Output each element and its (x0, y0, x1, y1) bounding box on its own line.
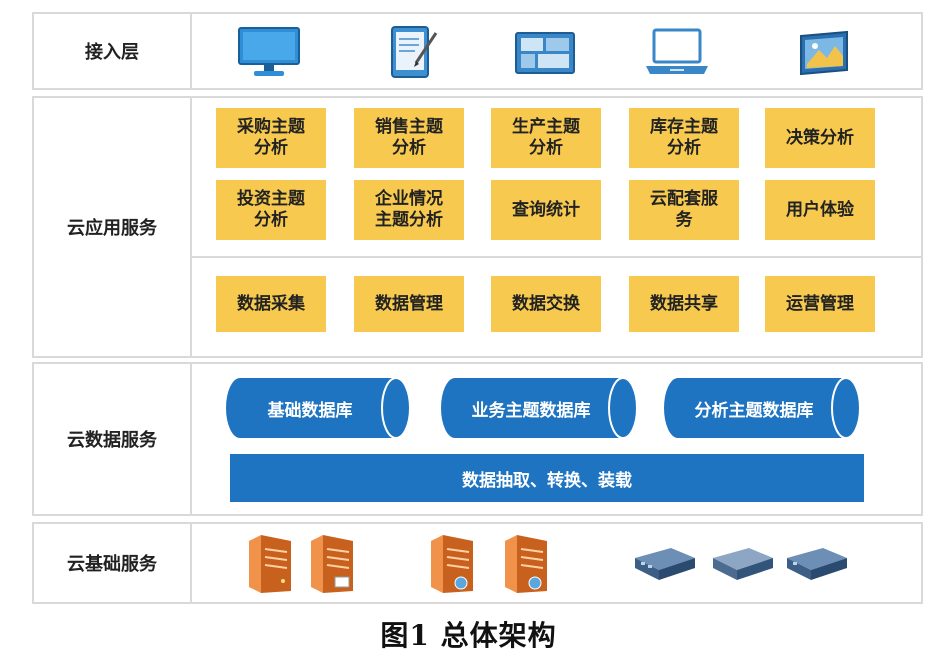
module-cloud-support: 云配套服 务 (629, 180, 739, 240)
database-analysis-topic-label: 分析主题数据库 (694, 400, 814, 421)
server-icon (426, 532, 478, 596)
laptop-icon (640, 24, 714, 80)
large-screen-icon (794, 26, 854, 80)
infra-layer-label: 云基础服务 (34, 524, 192, 602)
database-analysis-topic: 分析主题数据库 (664, 376, 864, 440)
database-business-topic: 业务主题数据库 (441, 376, 641, 440)
module-query-statistics: 查询统计 (491, 180, 601, 240)
module-production-analysis: 生产主题 分析 (491, 108, 601, 168)
access-layer: 接入层 (32, 12, 923, 90)
module-data-exchange: 数据交换 (491, 276, 601, 332)
module-purchase-analysis: 采购主题 分析 (216, 108, 326, 168)
module-data-management: 数据管理 (354, 276, 464, 332)
database-basic: 基础数据库 (226, 376, 414, 440)
switch-icon (782, 542, 852, 586)
module-enterprise-analysis: 企业情况 主题分析 (354, 180, 464, 240)
app-layer-divider (192, 256, 921, 258)
app-layer-label: 云应用服务 (34, 98, 192, 356)
module-inventory-analysis: 库存主题 分析 (629, 108, 739, 168)
data-layer-label: 云数据服务 (34, 364, 192, 514)
server-icon (244, 532, 296, 596)
figure-caption: 图1 总体架构 (380, 619, 557, 652)
access-layer-label: 接入层 (34, 14, 192, 88)
server-icon (306, 532, 358, 596)
module-data-collection: 数据采集 (216, 276, 326, 332)
module-operations-management: 运营管理 (765, 276, 875, 332)
monitor-icon (234, 24, 304, 80)
module-investment-analysis: 投资主题 分析 (216, 180, 326, 240)
database-basic-label: 基础数据库 (267, 400, 353, 421)
tablet-icon (384, 22, 444, 82)
module-user-experience: 用户体验 (765, 180, 875, 240)
module-data-sharing: 数据共享 (629, 276, 739, 332)
data-layer: 云数据服务 基础数据库 业务主题数据库 分析主题数据库 数据抽取、转换、装载 (32, 362, 923, 516)
database-business-topic-label: 业务主题数据库 (471, 400, 591, 421)
display-board-icon (510, 28, 580, 78)
module-decision-analysis: 决策分析 (765, 108, 875, 168)
etl-bar: 数据抽取、转换、装载 (230, 454, 864, 502)
server-icon (500, 532, 552, 596)
module-sales-analysis: 销售主题 分析 (354, 108, 464, 168)
infra-layer: 云基础服务 (32, 522, 923, 604)
app-layer: 云应用服务 采购主题 分析 销售主题 分析 生产主题 分析 库存主题 分析 决策… (32, 96, 923, 358)
switch-icon (630, 542, 700, 586)
switch-icon (708, 542, 778, 586)
